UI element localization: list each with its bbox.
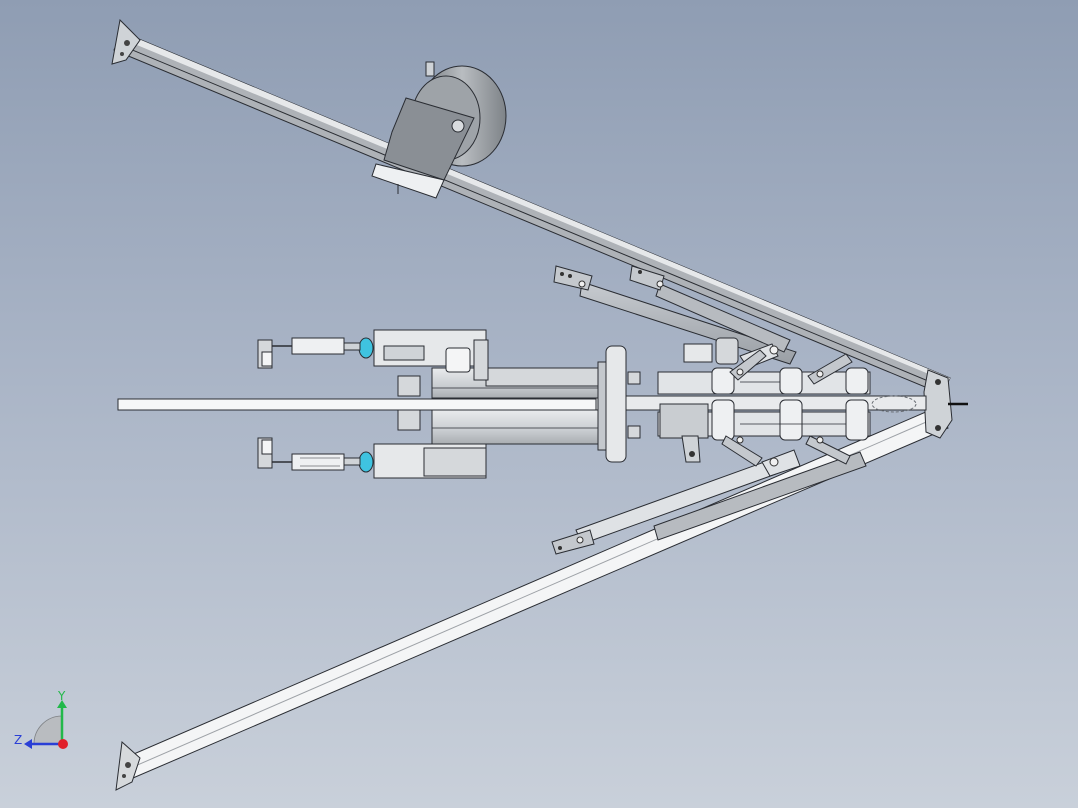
orientation-triad[interactable]: Y Z	[14, 689, 68, 749]
lower-frame-beam	[119, 407, 949, 779]
upper-frame-beam	[113, 31, 951, 395]
upper-actuator	[257, 329, 489, 381]
triad-y-arrowhead	[57, 700, 67, 708]
triad-y-label: Y	[57, 689, 66, 703]
triad-x-axis-dot	[58, 739, 68, 749]
winch-drum	[371, 61, 507, 199]
lower-actuator	[257, 437, 487, 479]
upper-linkage-brackets	[729, 349, 853, 385]
upper-folding-arm-outer	[553, 265, 797, 365]
lower-folding-arm-inner	[653, 449, 867, 541]
apex-joint	[923, 369, 968, 439]
upper-end-plate	[111, 18, 141, 65]
clamp-carriage	[657, 337, 871, 463]
lower-linkage-brackets	[721, 435, 851, 467]
flange-disc	[597, 345, 641, 463]
lower-end-plate	[115, 740, 141, 791]
triad-z-arrowhead	[24, 739, 32, 749]
triad-z-label: Z	[14, 733, 22, 747]
triad-plane-icon	[33, 715, 63, 745]
